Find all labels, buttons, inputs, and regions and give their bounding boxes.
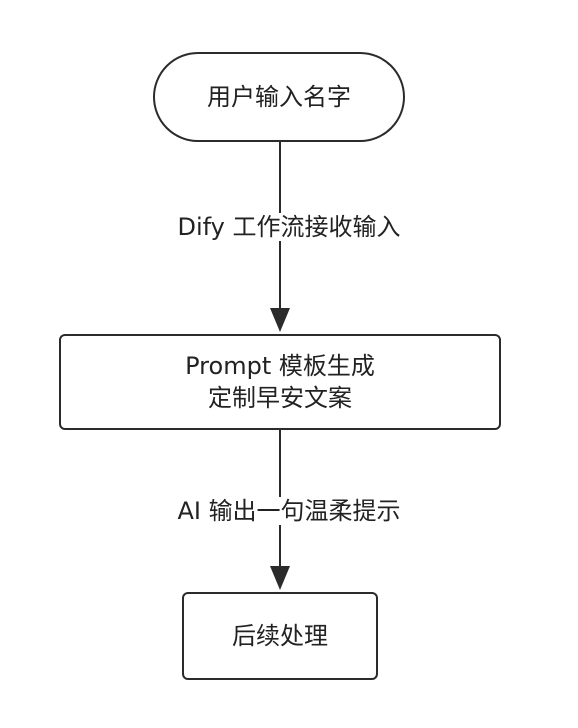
start-node-label: 用户输入名字 <box>207 83 351 111</box>
prompt-node-line1: Prompt 模板生成 <box>185 352 375 380</box>
edge-label-receive-input: Dify 工作流接收输入 <box>0 211 578 243</box>
start-node: 用户输入名字 <box>153 52 405 142</box>
prompt-node: Prompt 模板生成 定制早安文案 <box>59 334 501 430</box>
arrowhead-down-icon <box>270 566 290 590</box>
edge-label-text: AI 输出一句温柔提示 <box>173 497 405 525</box>
prompt-node-line2: 定制早安文案 <box>208 384 352 412</box>
end-node-label: 后续处理 <box>232 622 328 650</box>
edge-label-ai-output: AI 输出一句温柔提示 <box>0 495 578 527</box>
edge-label-text: Dify 工作流接收输入 <box>173 213 405 241</box>
end-node: 后续处理 <box>182 592 378 680</box>
arrowhead-down-icon <box>270 308 290 332</box>
